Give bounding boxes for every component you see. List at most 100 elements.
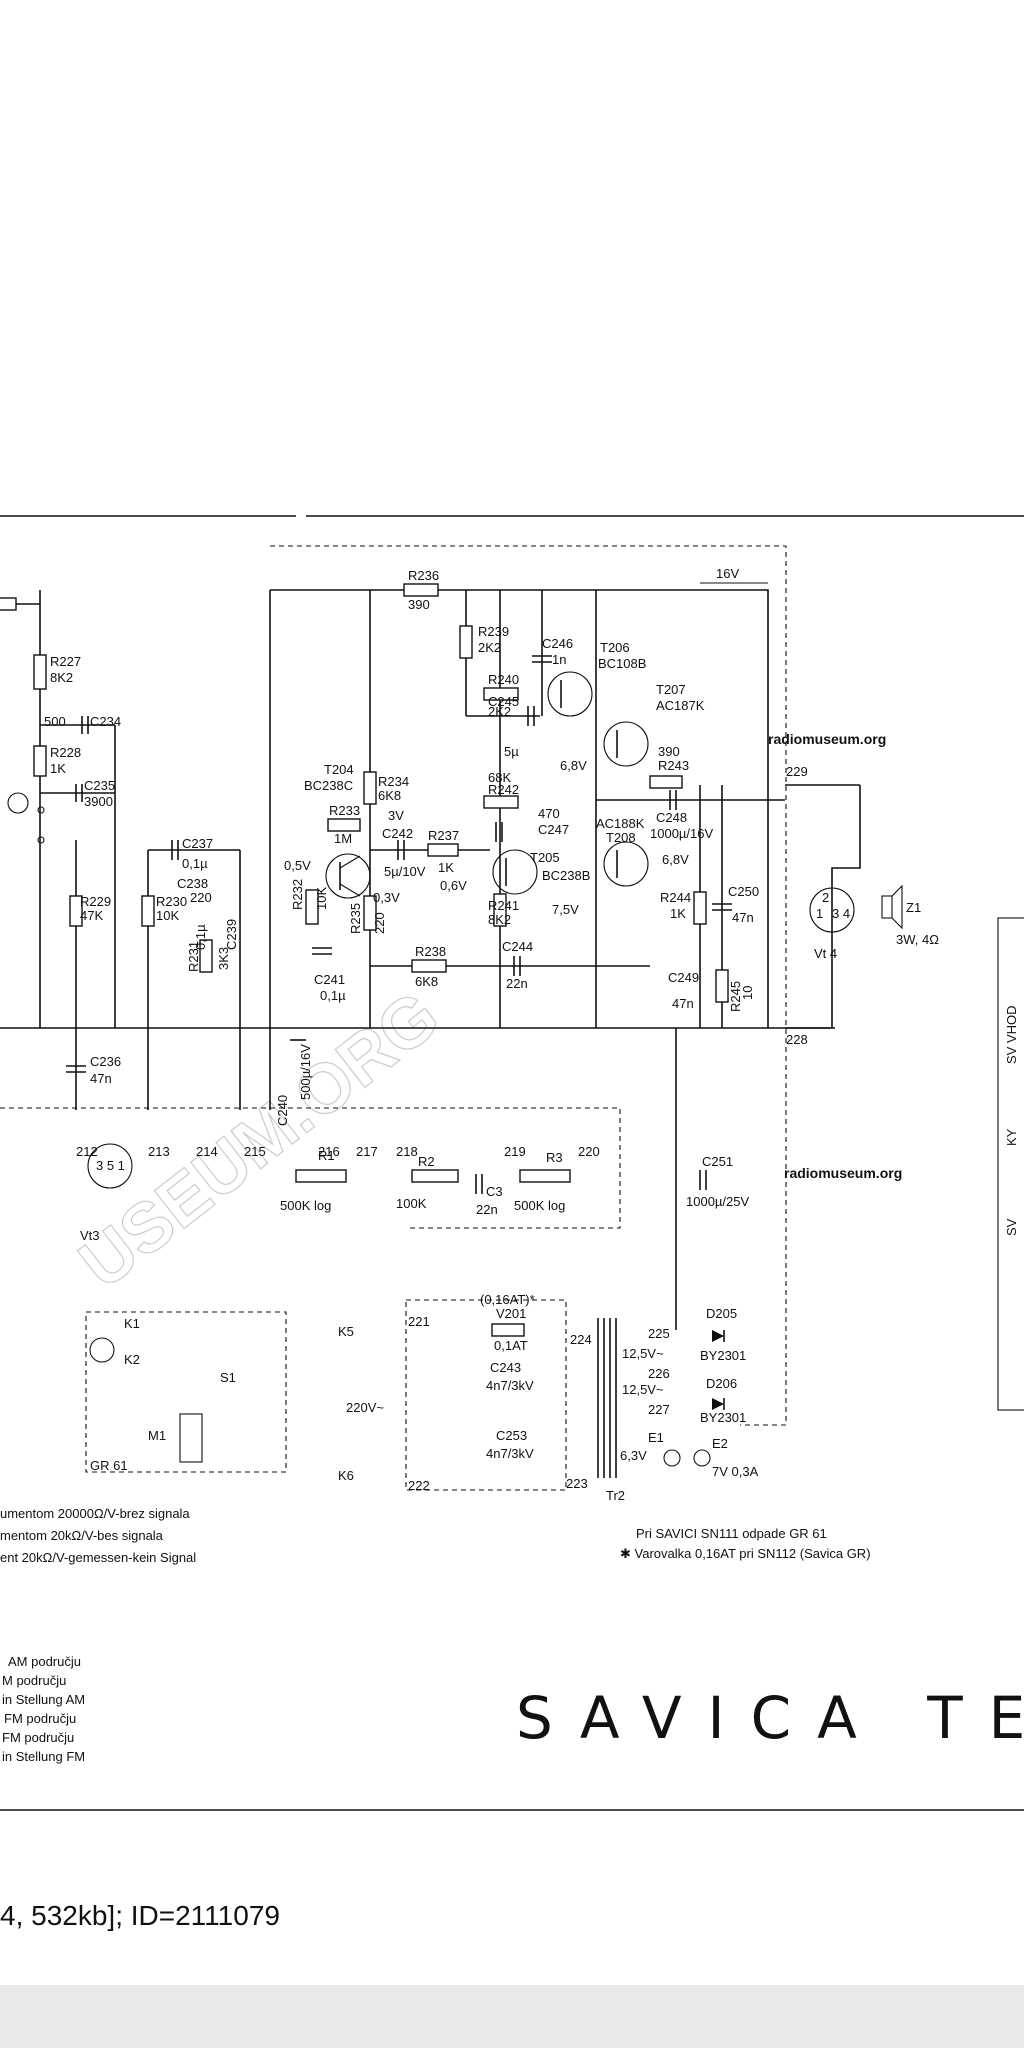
node-221: 221 bbox=[408, 1314, 430, 1329]
site-watermark-lower: radiomuseum.org bbox=[784, 1165, 902, 1181]
c3-value: 22n bbox=[476, 1202, 498, 1217]
r227-value: 8K2 bbox=[50, 670, 73, 685]
side-panel-sv: SV bbox=[1004, 1218, 1019, 1236]
c236-label: C236 bbox=[90, 1054, 121, 1069]
svg-text:3 4: 3 4 bbox=[832, 906, 850, 921]
control-board-outline bbox=[0, 1107, 621, 1229]
r238-value: 6K8 bbox=[415, 974, 438, 989]
t207-label: T207 bbox=[656, 682, 686, 697]
k6-label: K6 bbox=[338, 1468, 354, 1483]
r230-value: 10K bbox=[156, 908, 179, 923]
speaker-spec: 3W, 4Ω bbox=[896, 932, 939, 947]
note-measure-2: mentom 20kΩ/V-bes signala bbox=[0, 1528, 164, 1543]
c250-value: 47n bbox=[732, 910, 754, 925]
voltage-7-5v: 7,5V bbox=[552, 902, 579, 917]
r1-value: 500K log bbox=[280, 1198, 331, 1213]
motor-m1 bbox=[179, 1413, 203, 1463]
resistor-r237 bbox=[427, 843, 459, 857]
fuse-note-label: (0,16AT)* bbox=[480, 1292, 535, 1307]
c249-value: 47n bbox=[672, 996, 694, 1011]
r230-label: R230 bbox=[156, 894, 187, 909]
r2-label: R2 bbox=[418, 1154, 435, 1169]
r235-value: 220 bbox=[372, 912, 387, 934]
node-222: 222 bbox=[408, 1478, 430, 1493]
node-215: 215 bbox=[244, 1144, 266, 1159]
c239-label: C239 bbox=[224, 919, 239, 950]
voltage-0-6v: 0,6V bbox=[440, 878, 467, 893]
speaker-wire bbox=[831, 785, 861, 1028]
resistor-r232 bbox=[305, 889, 319, 925]
speaker-cone bbox=[891, 884, 903, 930]
voltage-0-3v: 0,3V bbox=[373, 890, 400, 905]
c240-label: C240 bbox=[275, 1095, 290, 1126]
note-measure-3: ent 20kΩ/V-gemessen-kein Signal bbox=[0, 1550, 196, 1565]
d206-type: BY2301 bbox=[700, 1410, 746, 1425]
resistor-r234 bbox=[363, 771, 377, 805]
k1-label: K1 bbox=[124, 1316, 140, 1331]
c247-label: C247 bbox=[538, 822, 569, 837]
resistor-r245 bbox=[715, 969, 729, 1003]
node-225: 225 bbox=[648, 1326, 670, 1341]
side-panel bbox=[997, 917, 1024, 1411]
c3-label: C3 bbox=[486, 1184, 503, 1199]
switch-board-gr61 bbox=[85, 1311, 287, 1473]
lamp-spec: 7V 0,3A bbox=[712, 1464, 759, 1479]
circuit-schematic: USEUM.ORG 16V 229 228 R227 8K2 R228 1K 5… bbox=[0, 515, 1024, 1811]
m1-label: M1 bbox=[148, 1428, 166, 1443]
resistor-r238 bbox=[411, 959, 447, 973]
input-connector-vt3 bbox=[87, 1143, 133, 1189]
resistor-r236 bbox=[403, 583, 439, 597]
fuse-v201 bbox=[491, 1323, 525, 1337]
c242-value: 5µ/10V bbox=[384, 864, 426, 879]
contact-2 bbox=[37, 836, 45, 844]
node-224: 224 bbox=[570, 1332, 592, 1347]
c239-value: 0,1µ bbox=[193, 924, 208, 950]
c246-label: C246 bbox=[542, 636, 573, 651]
k5-label: K5 bbox=[338, 1324, 354, 1339]
c241-value: 0,1µ bbox=[320, 988, 346, 1003]
resistor-r233 bbox=[327, 818, 361, 832]
board-outline bbox=[270, 545, 787, 1426]
note-savica: Pri SAVICI SN111 odpade GR 61 bbox=[636, 1526, 827, 1541]
tr2-label: Tr2 bbox=[606, 1488, 625, 1503]
r2-value: 100K bbox=[396, 1196, 427, 1211]
z1-label: Z1 bbox=[906, 900, 921, 915]
transistor-t205 bbox=[492, 849, 538, 895]
resistor-r243 bbox=[649, 775, 683, 789]
c251-label: C251 bbox=[702, 1154, 733, 1169]
r233-value: 1M bbox=[334, 831, 352, 846]
node-218: 218 bbox=[396, 1144, 418, 1159]
r240-label: R240 bbox=[488, 672, 519, 687]
node-226: 226 bbox=[648, 1366, 670, 1381]
node-229: 229 bbox=[786, 764, 808, 779]
node-228: 228 bbox=[786, 1032, 808, 1047]
lamp-e2 bbox=[693, 1449, 711, 1467]
document-viewer: USEUM.ORG 16V 229 228 R227 8K2 R228 1K 5… bbox=[0, 515, 1024, 1931]
note-range-2: M području bbox=[2, 1673, 66, 1688]
t204-type: BC238C bbox=[304, 778, 353, 793]
c237-label: C237 bbox=[182, 836, 213, 851]
c247-value: 470 bbox=[538, 806, 560, 821]
t206-label: T206 bbox=[600, 640, 630, 655]
r243-label: R243 bbox=[658, 758, 689, 773]
c248-label: C248 bbox=[656, 810, 687, 825]
diode-d206 bbox=[712, 1398, 724, 1410]
diode-d205 bbox=[712, 1330, 724, 1342]
r3-label: R3 bbox=[546, 1150, 563, 1165]
voltage-3v: 3V bbox=[388, 808, 404, 823]
c241-label: C241 bbox=[314, 972, 345, 987]
c246-value: 1n bbox=[552, 652, 566, 667]
r231-value: 3K3 bbox=[216, 947, 231, 970]
c249-label: C249 bbox=[668, 970, 699, 985]
r229-label: R229 bbox=[80, 894, 111, 909]
c238-value: 220 bbox=[190, 890, 212, 905]
r228-label: R228 bbox=[50, 745, 81, 760]
transistor-t208 bbox=[603, 841, 649, 887]
node-212: 212 bbox=[76, 1144, 98, 1159]
c242-label: C242 bbox=[382, 826, 413, 841]
note-range-3: in Stellung AM bbox=[2, 1692, 85, 1707]
svg-text:3 5 1: 3 5 1 bbox=[96, 1158, 125, 1173]
resistor-r228 bbox=[33, 745, 47, 777]
pot-r3 bbox=[519, 1169, 571, 1183]
svg-text:1: 1 bbox=[816, 906, 823, 921]
